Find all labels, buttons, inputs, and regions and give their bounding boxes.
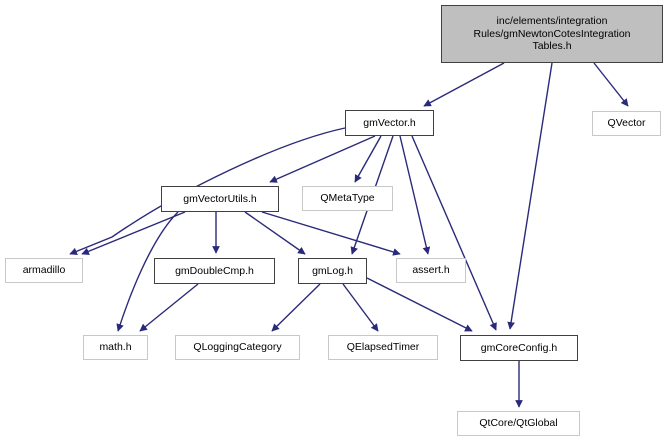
graph-node-qtglobal[interactable]: QtCore/QtGlobal: [457, 411, 580, 436]
graph-node-math[interactable]: math.h: [83, 335, 148, 360]
graph-node-gmDoubleCmp[interactable]: gmDoubleCmp.h: [154, 258, 275, 284]
edge-gmVector-to-armadillo: [69, 127, 346, 255]
graph-node-qlogging[interactable]: QLoggingCategory: [175, 335, 300, 360]
edge-gmVectorUtils-to-math: [116, 211, 179, 332]
graph-node-qvector[interactable]: QVector: [592, 111, 661, 136]
edge-gmVector-to-gmVectorUtils: [269, 135, 376, 183]
edge-gmVector-to-qmetatype: [354, 135, 382, 183]
edge-gmLog-to-qlogging: [271, 283, 321, 332]
edge-gmVector-to-assert: [399, 135, 431, 255]
graph-node-root[interactable]: inc/elements/integration Rules/gmNewtonC…: [441, 5, 663, 63]
edge-root-to-gmCoreConfig: [507, 62, 553, 330]
edge-root-to-qvector: [593, 62, 629, 107]
edge-gmVectorUtils-to-assert: [261, 211, 401, 256]
edge-gmVectorUtils-to-gmLog: [244, 211, 306, 255]
edge-gmLog-to-gmCoreConfig: [366, 277, 473, 332]
graph-node-gmLog[interactable]: gmLog.h: [298, 258, 367, 284]
graph-node-gmVectorUtils[interactable]: gmVectorUtils.h: [161, 186, 279, 212]
edge-gmDoubleCmp-to-math: [139, 283, 199, 332]
graph-node-gmCoreConfig[interactable]: gmCoreConfig.h: [460, 335, 578, 361]
graph-node-assert[interactable]: assert.h: [396, 258, 466, 283]
graph-node-gmVector[interactable]: gmVector.h: [345, 110, 434, 136]
edge-gmVectorUtils-to-armadillo: [81, 211, 186, 255]
graph-node-qelapsed[interactable]: QElapsedTimer: [328, 335, 438, 360]
graph-node-qmetatype[interactable]: QMetaType: [302, 186, 393, 211]
edge-gmLog-to-qelapsed: [342, 283, 379, 332]
edge-gmVector-to-gmCoreConfig: [411, 135, 497, 331]
edge-root-to-gmVector: [423, 62, 505, 107]
graph-node-armadillo[interactable]: armadillo: [5, 258, 83, 283]
